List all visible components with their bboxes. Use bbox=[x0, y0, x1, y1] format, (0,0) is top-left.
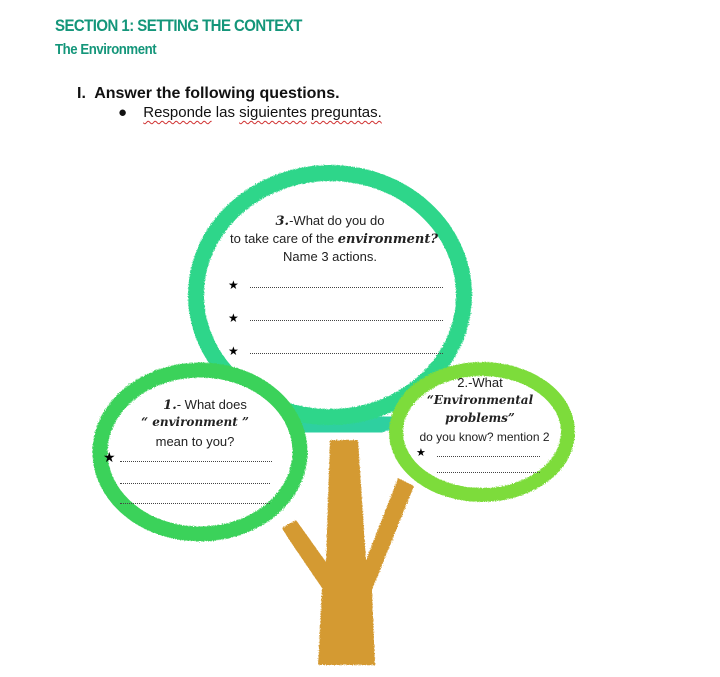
section-title: SECTION 1: SETTING THE CONTEXT bbox=[55, 16, 302, 35]
answer-line-q1-1[interactable] bbox=[120, 461, 272, 462]
q1-text1: - What does bbox=[176, 397, 247, 412]
instruction-question: I. Answer the following questions. bbox=[77, 85, 340, 103]
answer-line-q3-2[interactable] bbox=[250, 320, 443, 321]
answer-line-q3-1[interactable] bbox=[250, 287, 443, 288]
left-circle bbox=[92, 362, 308, 542]
star-icon: ★ bbox=[228, 278, 239, 292]
q1-line2: “ environment ” bbox=[141, 415, 249, 429]
word-preguntas: preguntas. bbox=[310, 104, 382, 121]
star-icon: ★ bbox=[228, 311, 239, 325]
instruction-text: Answer the following questions. bbox=[94, 85, 340, 102]
instruction-number: I. bbox=[77, 85, 86, 102]
right-circle bbox=[389, 362, 575, 502]
q3-line2: to take care of the environment? bbox=[230, 231, 438, 247]
top-circle bbox=[188, 165, 472, 425]
word-siguientes: siguientes bbox=[239, 104, 307, 121]
q1-number: 1. bbox=[163, 398, 177, 413]
section-subtitle: The Environment bbox=[55, 41, 157, 58]
q2-line4: do you know? mention 2 bbox=[419, 430, 550, 444]
q3-cursive: environment? bbox=[337, 232, 438, 247]
star-icon: ★ bbox=[103, 449, 116, 465]
answer-line-q2-2[interactable] bbox=[437, 472, 540, 473]
word-las: las bbox=[215, 104, 235, 121]
q3-number: 3. bbox=[275, 214, 290, 229]
star-icon: ★ bbox=[228, 344, 239, 358]
tree-trunk bbox=[282, 440, 414, 665]
star-icon: ★ bbox=[416, 447, 426, 459]
answer-line-q2-1[interactable] bbox=[437, 456, 540, 457]
q1-line1: 1.- What does bbox=[150, 397, 260, 413]
q3-text2: to take care of the bbox=[230, 231, 338, 246]
q3-line1: 3.-What do you do bbox=[245, 213, 415, 229]
q2-line1: 2.-What bbox=[457, 375, 503, 390]
bullet-icon: ● bbox=[118, 104, 128, 121]
q1-line3: mean to you? bbox=[155, 434, 235, 449]
q2-line3: problems” bbox=[445, 411, 515, 425]
q3-text1: -What do you do bbox=[289, 213, 385, 228]
word-responde: Responde bbox=[143, 104, 212, 121]
instruction-translation: ● Responde las siguientes preguntas. bbox=[118, 104, 382, 121]
q3-line3: Name 3 actions. bbox=[283, 249, 377, 264]
answer-line-q1-3[interactable] bbox=[120, 503, 270, 504]
answer-line-q3-3[interactable] bbox=[250, 353, 443, 354]
answer-line-q1-2[interactable] bbox=[120, 483, 270, 484]
q2-line2: “Environmental bbox=[426, 393, 534, 407]
